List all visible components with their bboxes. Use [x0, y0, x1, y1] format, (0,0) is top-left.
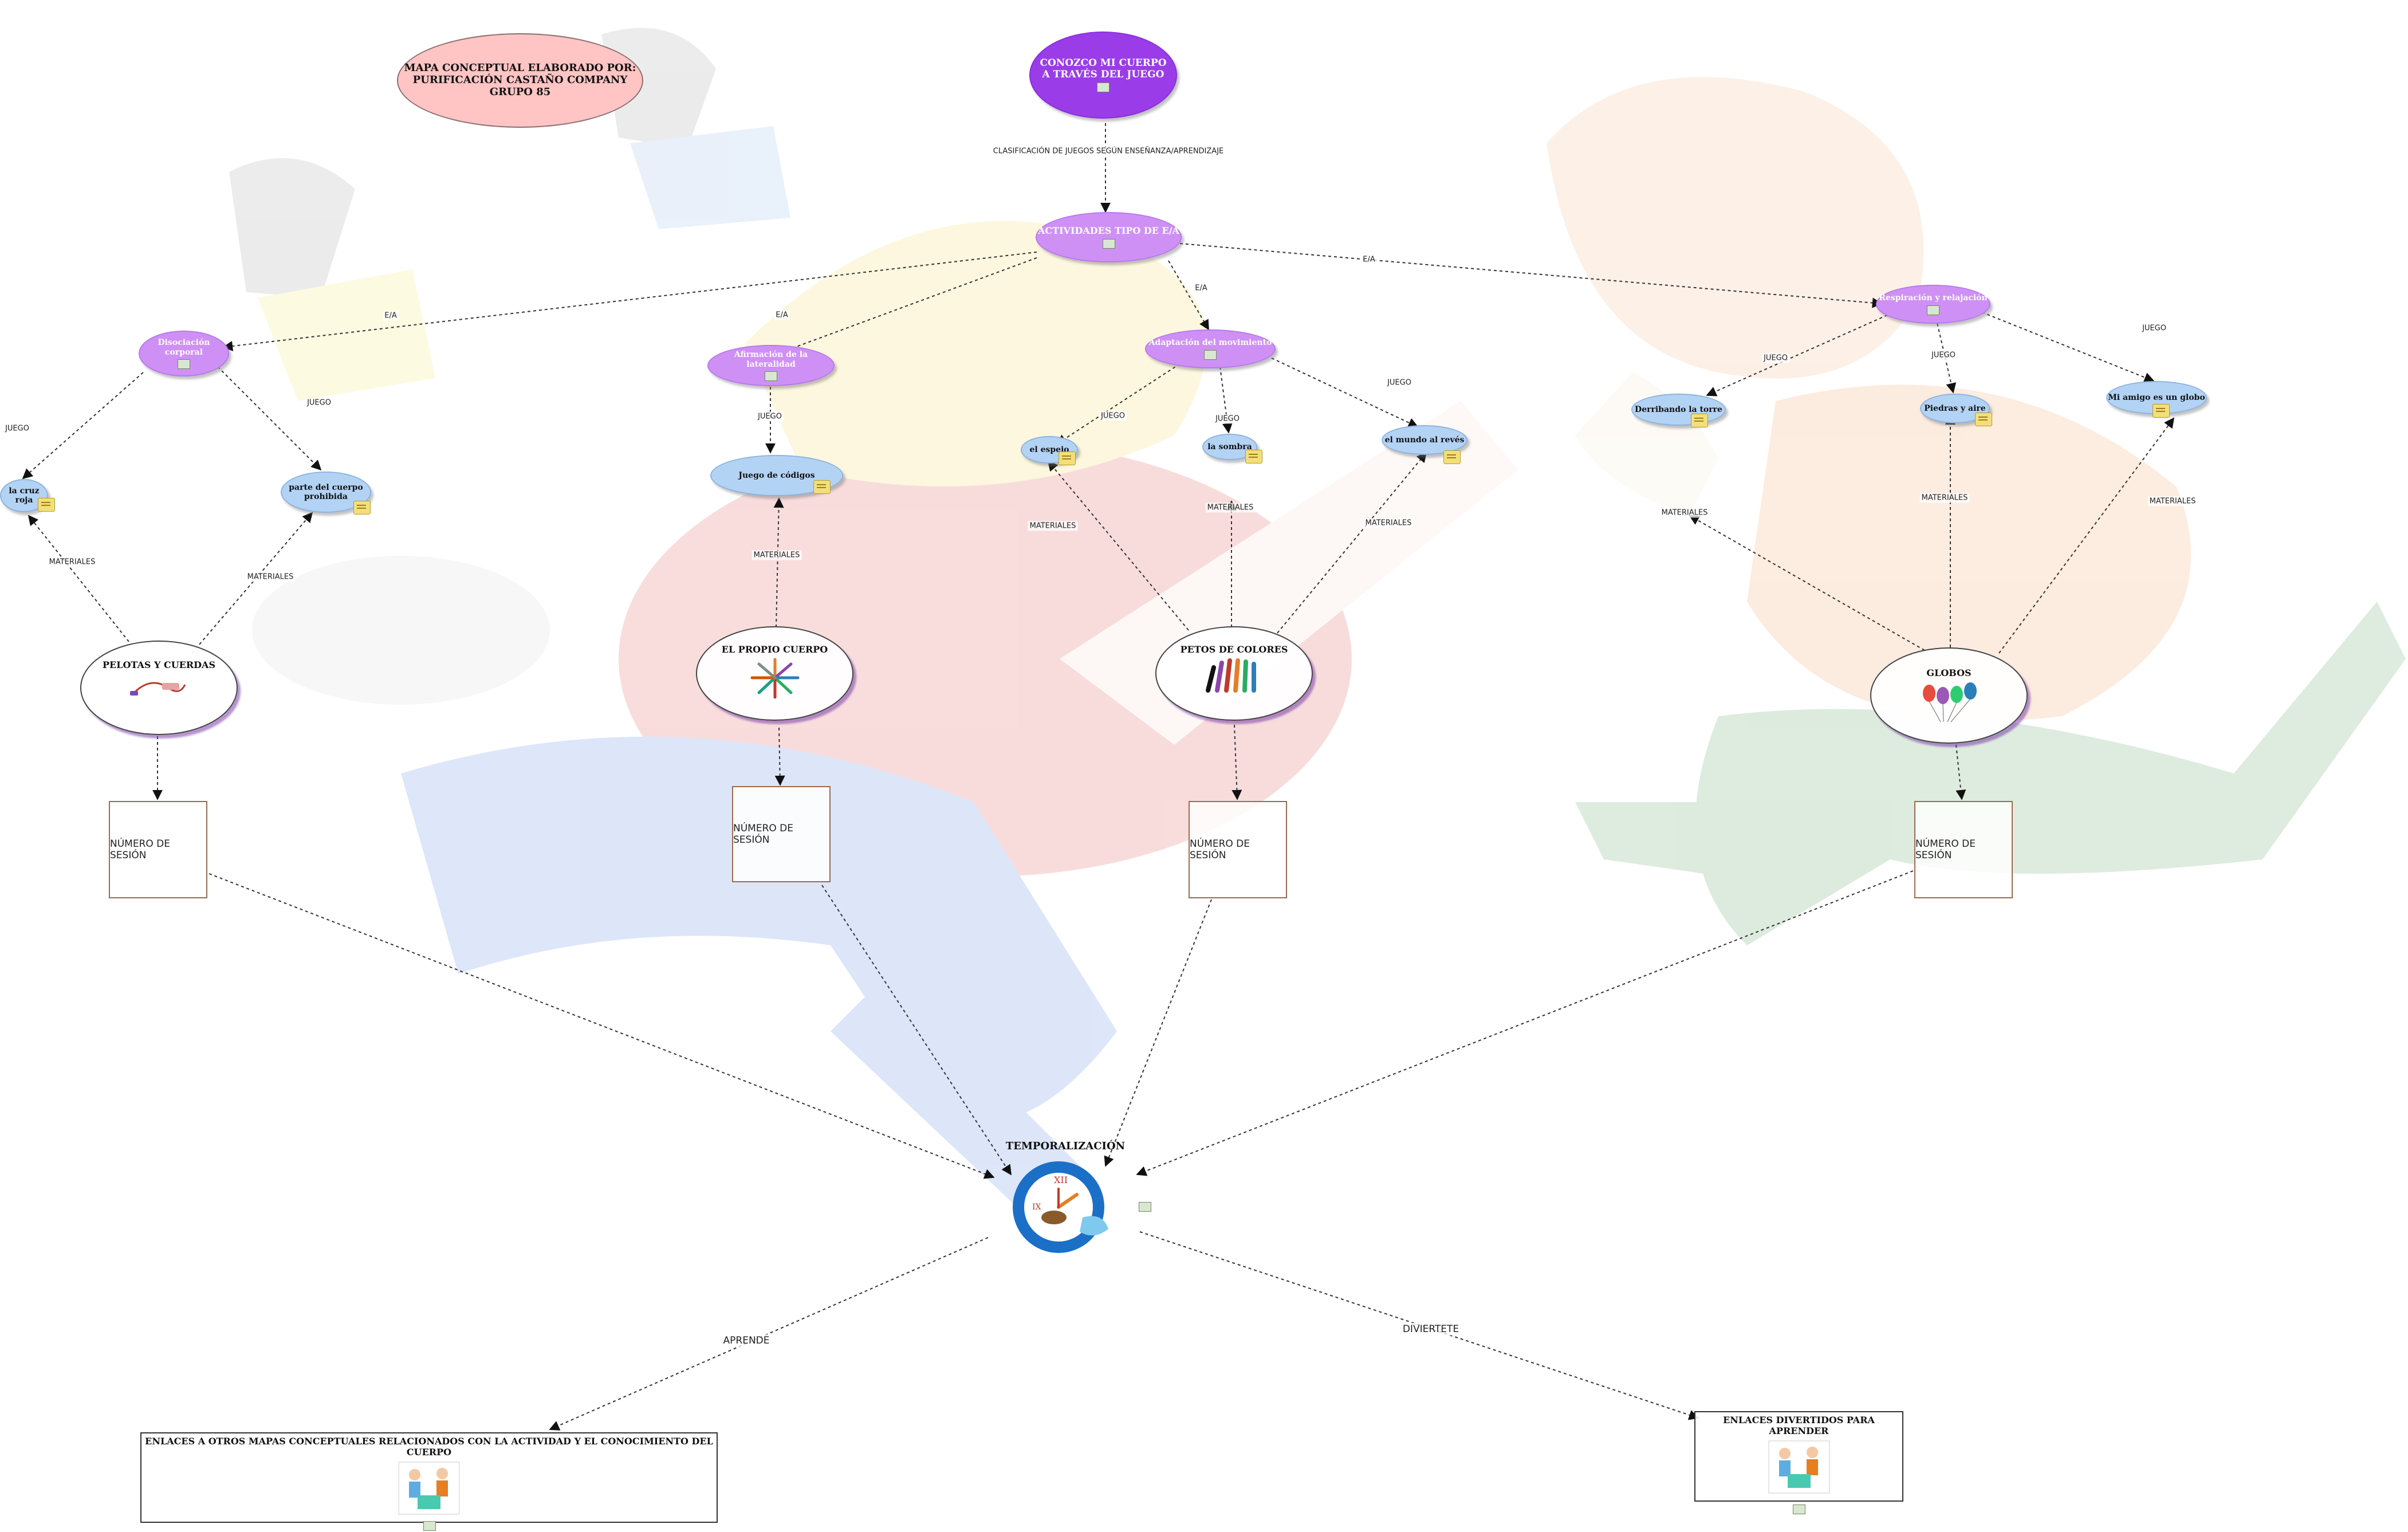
material-text: PELOTAS Y CUERDAS: [103, 660, 215, 670]
link-label-juego: JUEGO: [3, 424, 31, 434]
material-text: GLOBOS: [1926, 668, 1971, 678]
attachment-icon[interactable]: [765, 371, 777, 381]
attachment-icon[interactable]: [1793, 1504, 1805, 1514]
attachment-icon[interactable]: [178, 359, 190, 369]
note-icon[interactable]: [1059, 451, 1076, 465]
note-icon[interactable]: [1691, 414, 1708, 427]
temporalizacion-title: TEMPORALIZACIÓN: [994, 1140, 1137, 1152]
material-pelotas[interactable]: PELOTAS Y CUERDAS: [80, 641, 238, 735]
link-label-materiales: MATERIALES: [1364, 518, 1414, 528]
category-text: Respiración y relajación: [1879, 293, 1987, 303]
link-label-ea: E/A: [1193, 284, 1209, 293]
link-label-materiales: MATERIALES: [48, 557, 97, 567]
session-box-petos[interactable]: NÚMERO DE SESIÓN: [1189, 801, 1287, 898]
link-label-materiales: MATERIALES: [752, 551, 802, 560]
material-text: EL PROPIO CUERPO: [722, 645, 828, 655]
link-label-juego: JUEGO: [1386, 378, 1413, 388]
root-text: CONOZCO MI CUERPO A TRAVÉS DEL JUEGO: [1040, 58, 1166, 80]
activities-text: ACTIVIDADES TIPO DE E/A: [1038, 226, 1179, 236]
children-clipart: [1768, 1440, 1831, 1494]
material-petos[interactable]: PETOS DE COLORES: [1155, 626, 1313, 721]
link-label-ea: E/A: [1361, 255, 1377, 265]
game-text: el mundo al revés: [1385, 435, 1465, 445]
attachment-icon[interactable]: [1103, 239, 1115, 249]
root-node[interactable]: CONOZCO MI CUERPO A TRAVÉS DEL JUEGO: [1029, 32, 1177, 119]
game-text: Mi amigo es un globo: [2108, 393, 2205, 402]
link-label-diviertete: DIVIERTETE: [1401, 1323, 1461, 1335]
activities-node[interactable]: ACTIVIDADES TIPO DE E/A: [1036, 212, 1182, 262]
svg-text:IX: IX: [1032, 1203, 1041, 1212]
session-text: NÚMERO DE SESIÓN: [1915, 838, 2012, 861]
note-icon[interactable]: [813, 480, 831, 494]
body-clipart: [746, 655, 804, 701]
temporalizacion-node[interactable]: TEMPORALIZACIÓN XII IX: [994, 1140, 1137, 1263]
session-box-pelotas[interactable]: NÚMERO DE SESIÓN: [109, 801, 207, 898]
author-text: MAPA CONCEPTUAL ELABORADO POR: PURIFICAC…: [404, 62, 636, 98]
game-torre[interactable]: Derribando la torre: [1631, 394, 1726, 426]
note-icon[interactable]: [1443, 450, 1461, 464]
link-label-materiales: MATERIALES: [1206, 503, 1256, 513]
link-label-aprende: APRENDE: [722, 1334, 772, 1347]
note-icon[interactable]: [1975, 413, 1992, 426]
note-icon[interactable]: [38, 498, 55, 512]
category-respiracion[interactable]: Respiración y relajación: [1876, 285, 1990, 324]
link-label-juego: JUEGO: [1762, 353, 1789, 363]
link-label-juego: JUEGO: [1930, 351, 1957, 360]
link-label-materiales: MATERIALES: [1920, 493, 1970, 503]
author-node: MAPA CONCEPTUAL ELABORADO POR: PURIFICAC…: [397, 33, 643, 128]
game-text: parte del cuerpo prohibida: [289, 483, 363, 501]
session-box-cuerpo[interactable]: NÚMERO DE SESIÓN: [732, 786, 831, 882]
category-adaptacion[interactable]: Adaptación del movimiento: [1145, 329, 1276, 368]
children-clipart: [398, 1461, 461, 1515]
attachment-icon[interactable]: [423, 1521, 436, 1531]
link-label-juego: JUEGO: [756, 412, 784, 422]
panel-title: ENLACES A OTROS MAPAS CONCEPTUALES RELAC…: [141, 1436, 717, 1458]
session-text: NÚMERO DE SESIÓN: [1190, 838, 1286, 861]
session-text: NÚMERO DE SESIÓN: [733, 823, 829, 846]
game-text: Piedras y aire: [1924, 404, 1985, 413]
link-label-juego: JUEGO: [1214, 414, 1241, 424]
note-icon[interactable]: [2153, 404, 2170, 418]
links-panel-left[interactable]: ENLACES A OTROS MAPAS CONCEPTUALES RELAC…: [140, 1432, 718, 1523]
panel-title: ENLACES DIVERTIDOS PARA APRENDER: [1695, 1415, 1902, 1436]
game-text: la cruz roja: [9, 486, 39, 505]
link-label-juego: JUEGO: [305, 398, 333, 408]
material-propio-cuerpo[interactable]: EL PROPIO CUERPO: [696, 626, 853, 721]
attachment-icon[interactable]: [1097, 83, 1109, 92]
session-box-globos[interactable]: NÚMERO DE SESIÓN: [1914, 801, 2013, 898]
category-disociacion[interactable]: Disociación corporal: [139, 331, 229, 376]
link-label-materiales: MATERIALES: [2148, 497, 2198, 506]
link-label-materiales: MATERIALES: [1660, 508, 1710, 518]
links-panel-right[interactable]: ENLACES DIVERTIDOS PARA APRENDER: [1694, 1411, 1903, 1502]
game-text: Derribando la torre: [1635, 405, 1722, 414]
link-label-juego: JUEGO: [2141, 324, 2168, 333]
link-label-juego: JUEGO: [1099, 411, 1127, 421]
link-label-materiales: MATERIALES: [1028, 521, 1078, 531]
jump-rope-clipart: [128, 670, 191, 705]
balloons-clipart: [1918, 678, 1981, 724]
note-icon[interactable]: [353, 501, 371, 514]
category-text: Adaptación del movimiento: [1149, 338, 1272, 347]
session-text: NÚMERO DE SESIÓN: [110, 838, 206, 861]
category-text: Afirmación de la lateralidad: [709, 350, 833, 368]
link-label-ea: E/A: [774, 311, 790, 320]
link-label-materiales: MATERIALES: [246, 572, 296, 582]
attachment-icon[interactable]: [1139, 1202, 1151, 1212]
link-label-ea: E/A: [383, 311, 399, 321]
category-text: Disociación corporal: [158, 338, 210, 356]
category-lateralidad[interactable]: Afirmación de la lateralidad: [707, 345, 835, 386]
attachment-icon[interactable]: [1204, 350, 1217, 360]
markers-clipart: [1200, 655, 1269, 695]
note-icon[interactable]: [1245, 450, 1262, 463]
svg-text:XII: XII: [1054, 1174, 1068, 1185]
game-text: Juego de códigos: [738, 471, 815, 480]
material-text: PETOS DE COLORES: [1181, 645, 1288, 655]
material-globos[interactable]: GLOBOS: [1870, 647, 2028, 744]
clock-clipart: XII IX: [1008, 1154, 1123, 1258]
link-label-classification: CLASIFICACIÓN DE JUEGOS SEGÚN ENSEÑANZA/…: [991, 147, 1226, 156]
attachment-icon[interactable]: [1927, 305, 1939, 315]
